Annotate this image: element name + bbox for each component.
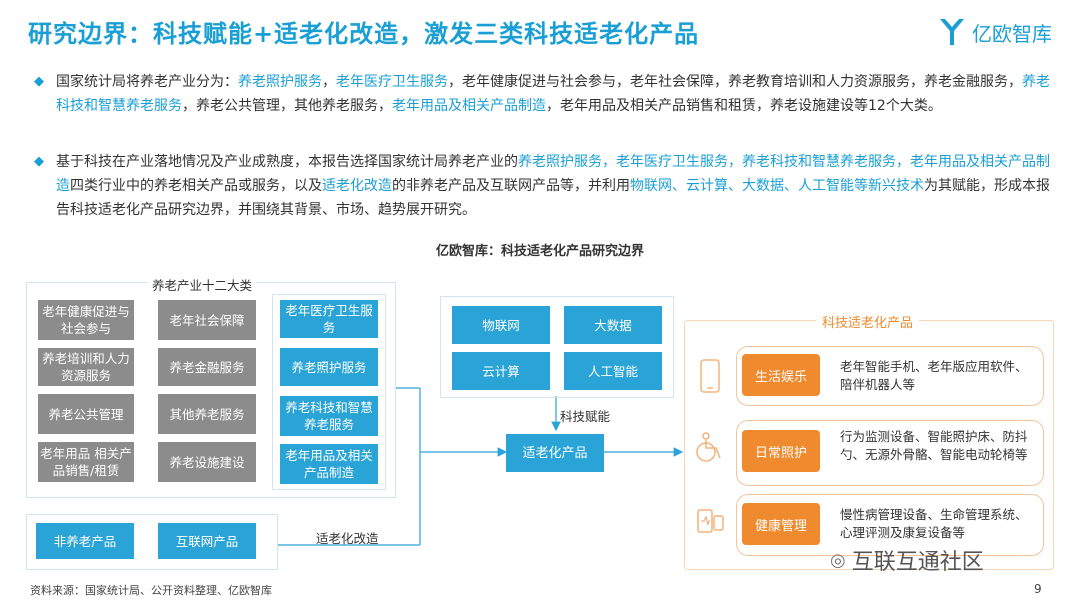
yiou-logo-icon (940, 19, 964, 45)
industry-box: 老年健康促进与社会参与 (38, 300, 134, 340)
plain-text: ，养老公共管理，其他养老服务， (182, 98, 392, 114)
highlight-text: 物联网、云计算、大数据、人工智能等新兴技术 (630, 178, 924, 194)
industry-box: 养老设施建设 (158, 442, 256, 482)
industry-box: 养老金融服务 (158, 348, 256, 386)
plain-text: ，老年健康促进与社会参与，老年社会保障，养老教育培训和人力资源服务，养老金融服务… (448, 74, 1022, 90)
highlight-text: 老年医疗卫生服务 (336, 74, 448, 90)
selected-industry-box: 老年医疗卫生服务 (280, 300, 378, 338)
product-desc: 老年智能手机、老年版应用软件、陪伴机器人等 (840, 359, 1028, 392)
industry-group-label: 养老产业十二大类 (148, 275, 257, 294)
highlight-text: 老年用品及相关产品制造 (392, 98, 546, 114)
plain-text: ， (322, 74, 336, 90)
tech-box: 云计算 (452, 352, 550, 390)
products-label: 科技适老化产品 (816, 312, 920, 331)
wechat-icon: ◎ (830, 549, 846, 571)
plain-text: 为其赋能，形成本报告科技适老化产品研究边界，并围绕其背景、市场、趋势展开研究。 (56, 178, 1050, 218)
diamond-bullet-icon: ◆ (34, 154, 44, 169)
source-note: 资料来源：国家统计局、公开资料整理、亿欧智库 (30, 584, 272, 597)
tech-frame (440, 296, 674, 398)
paragraph-2: ◆ 基于科技在产业落地情况及产业成熟度，本报告选择国家统计局养老产业的养老照护服… (34, 150, 1050, 222)
plain-text: 基于科技在产业落地情况及产业成熟度，本报告选择国家统计局养老产业的 (56, 154, 518, 170)
plain-text: 国家统计局将养老产业分为： (56, 74, 238, 90)
watermark-text: 互联互通社区 (851, 550, 984, 575)
selected-industries-frame (272, 294, 386, 490)
selected-industry-box: 老年用品及相关产品制造 (280, 444, 378, 484)
tech-box: 大数据 (564, 306, 662, 344)
diamond-bullet-icon: ◆ (34, 74, 44, 89)
renovation-box: 非养老产品 (36, 523, 134, 559)
industry-box: 其他养老服务 (158, 394, 256, 434)
product-desc: 慢性病管理设备、生命管理系统、心理评测及康复设备等 (840, 507, 1028, 540)
tech-box: 人工智能 (564, 352, 662, 390)
selected-industry-box: 养老科技和智慧养老服务 (280, 396, 378, 436)
highlight-text: 适老化改造 (322, 178, 392, 194)
phone-icon (696, 358, 724, 394)
product-category: 健康管理 (742, 503, 820, 545)
plain-text: 四类行业中的养老相关产品或服务，以及 (70, 178, 322, 194)
diagram-title: 亿欧智库：科技适老化产品研究边界 (435, 244, 644, 259)
selected-industry-box: 养老照护服务 (280, 348, 378, 386)
plain-text: ，老年用品及相关产品销售和租赁，养老设施建设等12个大类。 (546, 98, 942, 114)
logo: 亿欧智库 (938, 14, 1052, 50)
tech-label: 科技赋能 (560, 409, 611, 424)
highlight-text: 养老科技和智慧养老服务 (56, 74, 1050, 114)
industry-box: 老年用品 相关产品销售/租赁 (38, 442, 134, 482)
tech-box: 物联网 (452, 306, 550, 344)
paragraph-1: ◆ 国家统计局将养老产业分为：养老照护服务，老年医疗卫生服务，老年健康促进与社会… (34, 70, 1050, 118)
paragraph-text: 基于科技在产业落地情况及产业成熟度，本报告选择国家统计局养老产业的养老照护服务，… (56, 150, 1050, 222)
product-category: 日常照护 (742, 430, 820, 472)
watermark: ◎ 互联互通社区 (830, 544, 984, 576)
product-category: 生活娱乐 (742, 354, 820, 396)
highlight-text: 养老照护服务，老年医疗卫生服务，养老科技和智慧养老服务，老年用品及相关产品制造 (56, 154, 1050, 194)
product-desc: 行为监测设备、智能照护床、防抖勺、无源外骨骼、智能电动轮椅等 (840, 429, 1028, 462)
renovation-label: 适老化改造 (316, 531, 379, 546)
center-box: 适老化产品 (506, 434, 604, 472)
health-device-icon (694, 506, 726, 540)
paragraph-text: 国家统计局将养老产业分为：养老照护服务，老年医疗卫生服务，老年健康促进与社会参与… (56, 70, 1050, 118)
wheelchair-icon (692, 430, 726, 464)
renovation-box: 互联网产品 (158, 523, 256, 559)
highlight-text: 养老照护服务 (238, 74, 322, 90)
plain-text: 的非养老产品及互联网产品等，并利用 (392, 178, 630, 194)
page-number: 9 (1034, 582, 1042, 596)
industry-box: 养老培训和人力资源服务 (38, 348, 134, 386)
industry-box: 养老公共管理 (38, 394, 134, 434)
page-title: 研究边界：科技赋能+适老化改造，激发三类科技适老化产品 (28, 20, 700, 48)
logo-text: 亿欧智库 (972, 21, 1052, 46)
industry-box: 老年社会保障 (158, 300, 256, 340)
renovation-frame (26, 514, 278, 570)
